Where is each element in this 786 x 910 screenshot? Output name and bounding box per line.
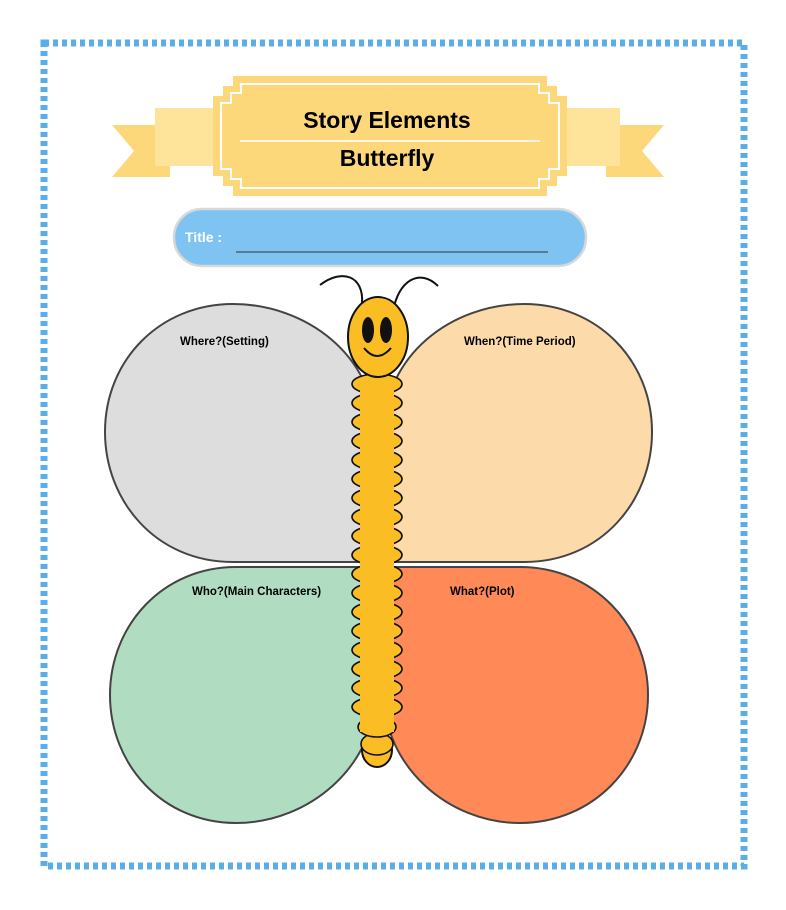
left-antenna: [319, 275, 364, 304]
wing-characters[interactable]: [108, 566, 376, 825]
banner-plaque-inner-border: [220, 83, 560, 189]
left-eye: [362, 317, 374, 343]
body-core: [360, 380, 394, 732]
banner-plaque: [213, 76, 567, 196]
wing-setting-label: Where?(Setting): [180, 336, 269, 348]
wing-characters-label: Who?(Main Characters): [192, 586, 322, 598]
smile: [363, 347, 392, 357]
wing-time-label: When?(Time Period): [464, 336, 576, 348]
ribbon-right-tail: [606, 125, 664, 177]
butterfly-head: [347, 296, 409, 378]
ribbon-left-fold: [155, 108, 215, 166]
wing-plot[interactable]: [383, 566, 650, 825]
wing-time[interactable]: [383, 302, 654, 563]
title-banner: [112, 76, 664, 196]
title-field-bar: [172, 207, 588, 268]
head: [347, 296, 409, 378]
butterfly-body: [351, 373, 403, 768]
banner-subtitle: Butterfly: [339, 145, 435, 171]
ribbon-right-fold: [560, 108, 620, 166]
title-field-label: Title :: [185, 229, 223, 245]
wing-plot-label: What?(Plot): [450, 586, 515, 598]
right-antenna: [392, 276, 439, 313]
right-eye: [380, 317, 392, 343]
page-border: [40, 39, 748, 870]
wing-setting[interactable]: [103, 302, 376, 563]
title-field: [172, 207, 588, 268]
banner-title: Story Elements: [303, 107, 471, 133]
